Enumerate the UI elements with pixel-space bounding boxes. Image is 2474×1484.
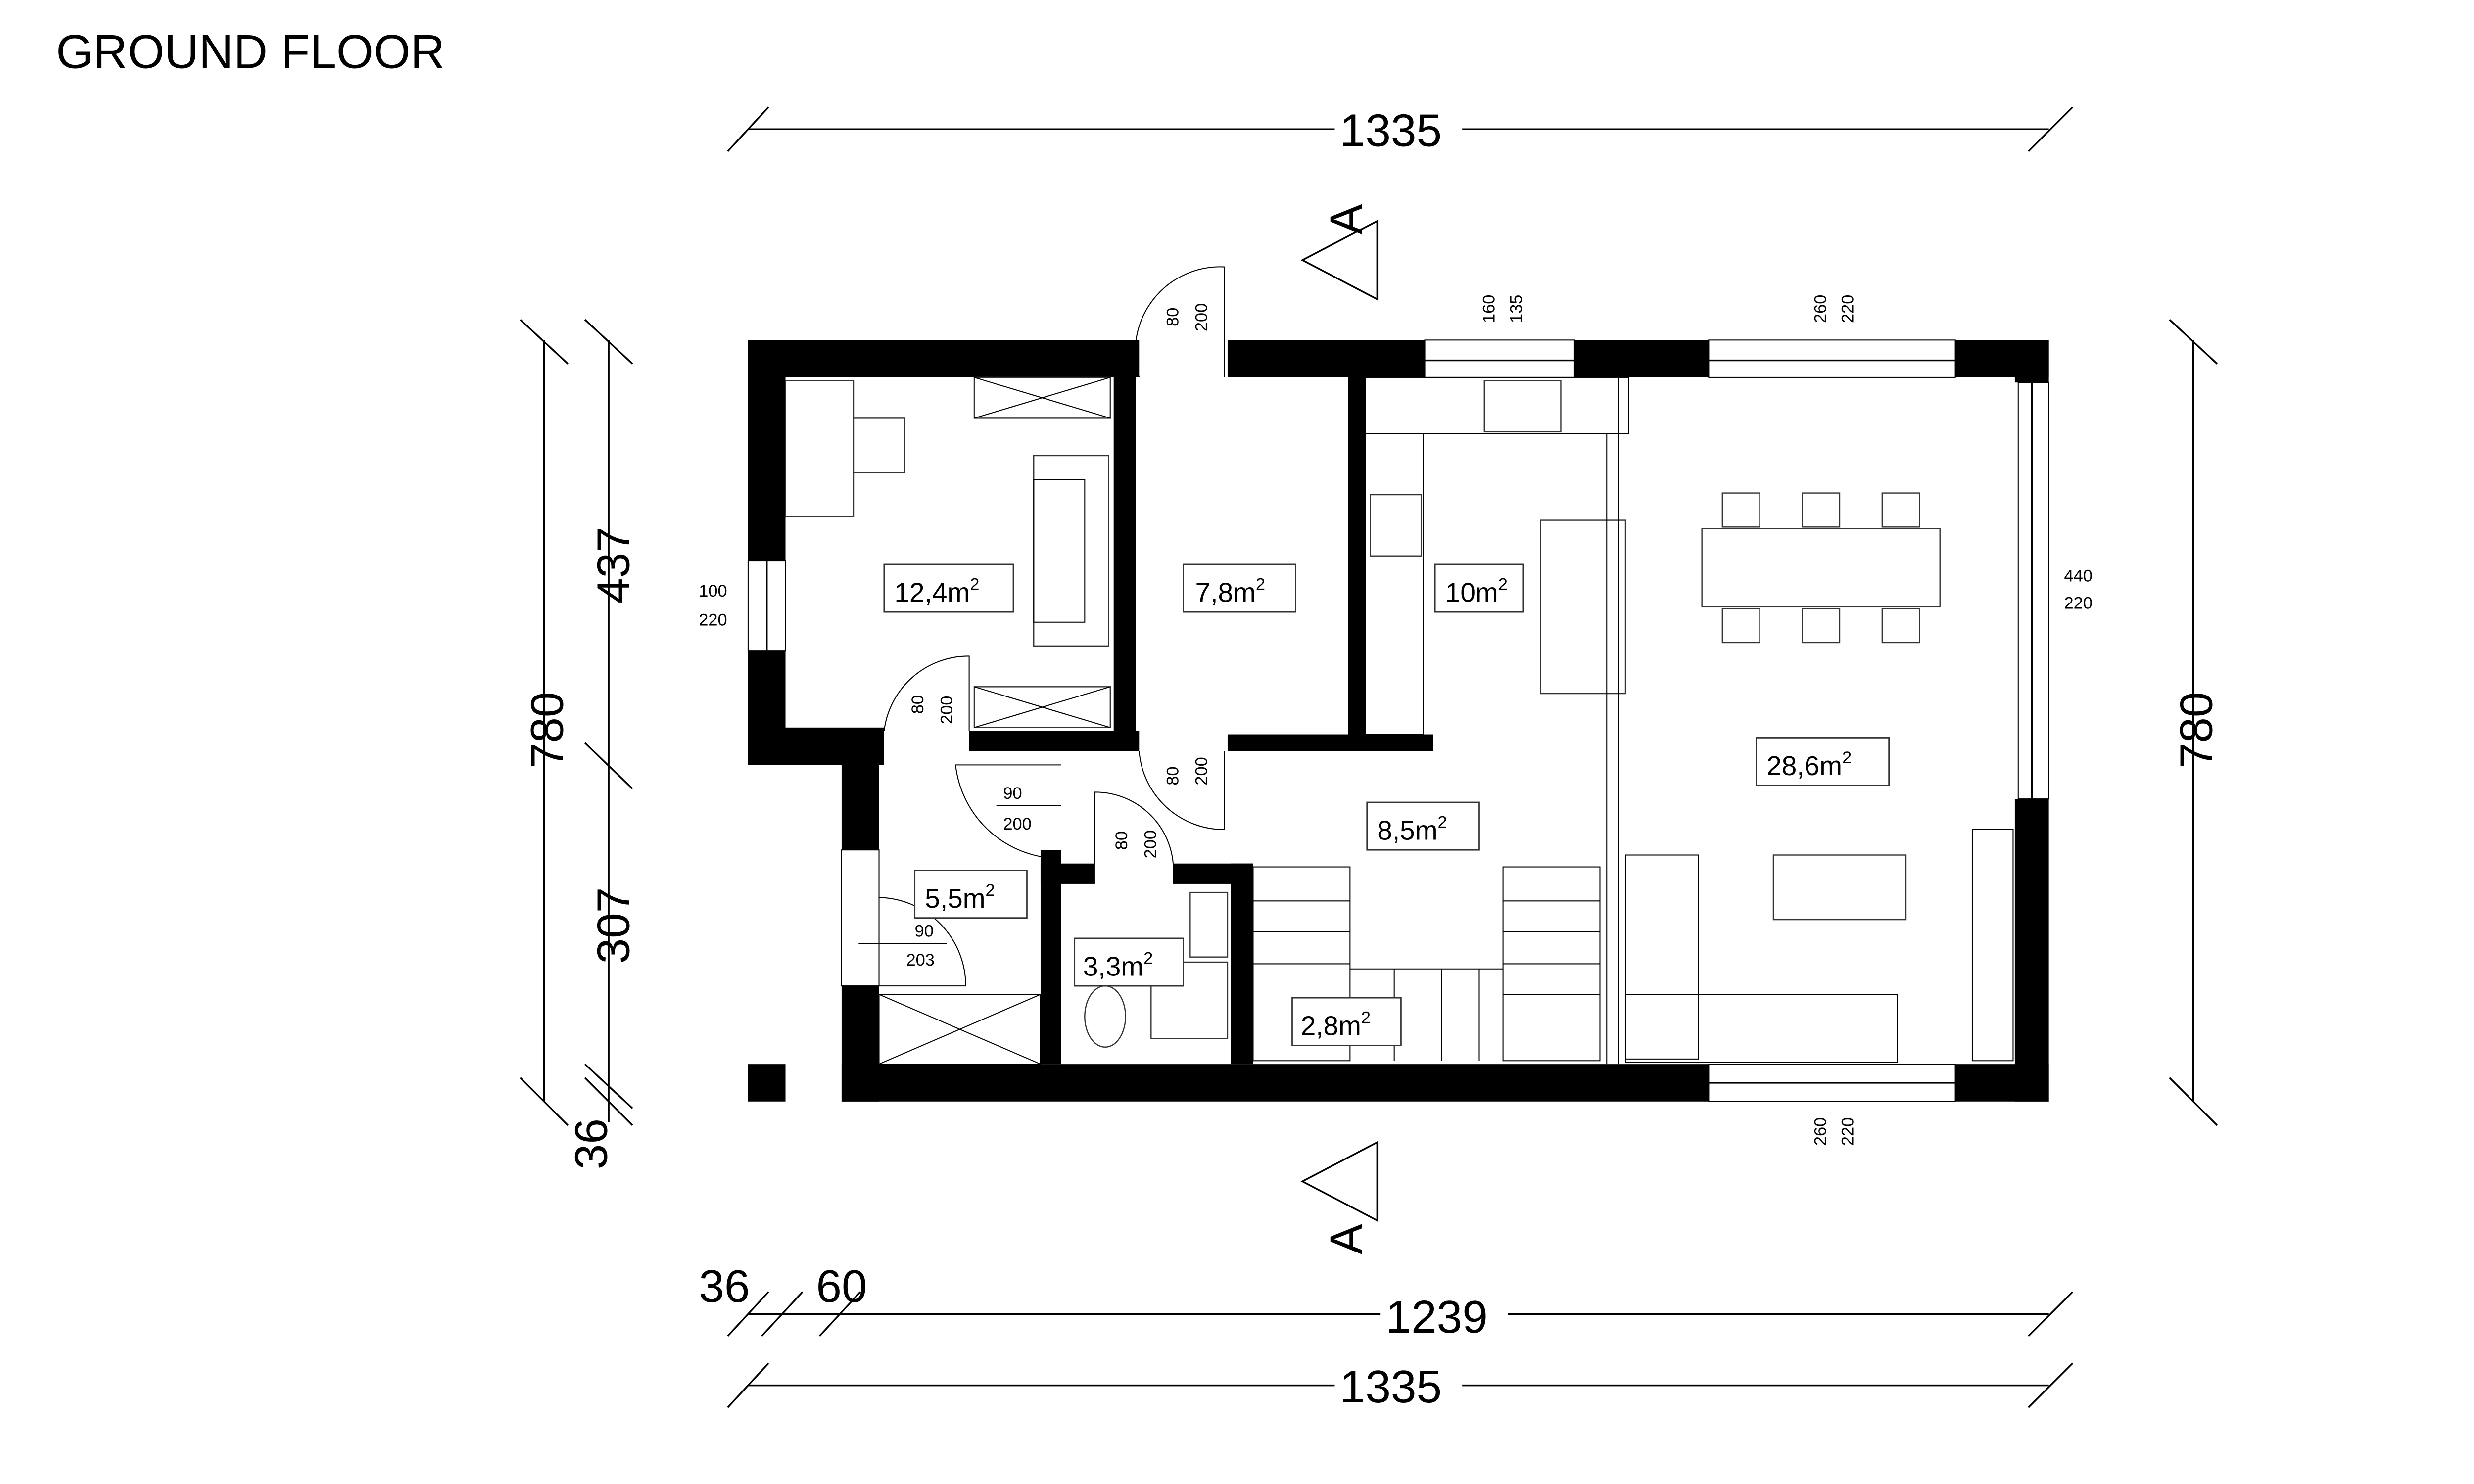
svg-text:90: 90 xyxy=(1003,784,1022,803)
svg-text:80: 80 xyxy=(1163,308,1182,326)
svg-text:5,5m2: 5,5m2 xyxy=(925,881,995,914)
svg-text:200: 200 xyxy=(1192,757,1211,785)
room-label-5-5: 5,5m2 xyxy=(914,870,1028,919)
svg-text:260: 260 xyxy=(1811,1117,1830,1146)
svg-text:3,3m2: 3,3m2 xyxy=(1083,949,1153,981)
svg-text:2,8m2: 2,8m2 xyxy=(1301,1009,1371,1041)
dim-top-total: 1335 xyxy=(1340,105,1442,156)
svg-text:220: 220 xyxy=(699,611,727,630)
section-marker-top: A xyxy=(1300,204,1379,301)
svg-text:80: 80 xyxy=(908,695,927,714)
room-label-10: 10m2 xyxy=(1434,563,1524,613)
svg-text:220: 220 xyxy=(1838,1117,1857,1146)
doors xyxy=(879,266,1225,987)
dim-left-upper: 437 xyxy=(587,527,639,603)
svg-text:200: 200 xyxy=(1192,303,1211,331)
dim-left-bottom: 36 xyxy=(566,1118,617,1169)
svg-text:200: 200 xyxy=(1003,815,1031,834)
svg-text:135: 135 xyxy=(1507,295,1525,323)
svg-text:8,5m2: 8,5m2 xyxy=(1377,813,1447,846)
svg-text:12,4m2: 12,4m2 xyxy=(894,575,979,607)
furniture xyxy=(785,376,2014,1065)
room-label-3-3: 3,3m2 xyxy=(1074,937,1184,987)
walls xyxy=(748,340,2049,1102)
dim-bottom-inner: 1239 xyxy=(1386,1291,1488,1343)
svg-text:A: A xyxy=(1320,1224,1372,1254)
svg-text:A: A xyxy=(1320,204,1372,234)
svg-text:160: 160 xyxy=(1479,295,1498,323)
dim-bottom-total: 1335 xyxy=(1340,1361,1442,1412)
room-label-2-8: 2,8m2 xyxy=(1291,997,1402,1046)
dim-left-lower: 307 xyxy=(587,887,639,964)
dim-bottom-left-a: 36 xyxy=(699,1260,750,1312)
svg-text:260: 260 xyxy=(1811,295,1830,323)
opening-labels: 80 200 160 135 260 220 260 220 440 220 1… xyxy=(699,295,2093,1146)
dim-bottom-left-b: 60 xyxy=(816,1260,867,1312)
svg-text:10m2: 10m2 xyxy=(1445,575,1508,607)
svg-text:28,6m2: 28,6m2 xyxy=(1766,748,1852,781)
plan-title: GROUND FLOOR xyxy=(56,26,445,79)
svg-text:203: 203 xyxy=(906,951,935,970)
room-label-8-5: 8,5m2 xyxy=(1366,801,1480,851)
room-label-12-4: 12,4m2 xyxy=(883,563,1014,613)
svg-text:220: 220 xyxy=(1838,295,1857,323)
svg-text:100: 100 xyxy=(699,582,727,601)
section-marker-bottom: A xyxy=(1300,1141,1379,1254)
svg-text:7,8m2: 7,8m2 xyxy=(1195,575,1265,607)
room-label-7-8: 7,8m2 xyxy=(1183,563,1296,613)
svg-text:80: 80 xyxy=(1163,766,1182,785)
svg-text:90: 90 xyxy=(915,922,934,940)
dim-right-total: 780 xyxy=(2171,692,2222,768)
svg-text:200: 200 xyxy=(1142,830,1160,858)
svg-text:200: 200 xyxy=(937,696,956,724)
svg-text:440: 440 xyxy=(2064,566,2093,585)
room-label-28-6: 28,6m2 xyxy=(1756,737,1890,786)
dim-left-total: 780 xyxy=(521,692,572,768)
svg-text:220: 220 xyxy=(2064,594,2093,612)
svg-text:80: 80 xyxy=(1112,831,1131,850)
